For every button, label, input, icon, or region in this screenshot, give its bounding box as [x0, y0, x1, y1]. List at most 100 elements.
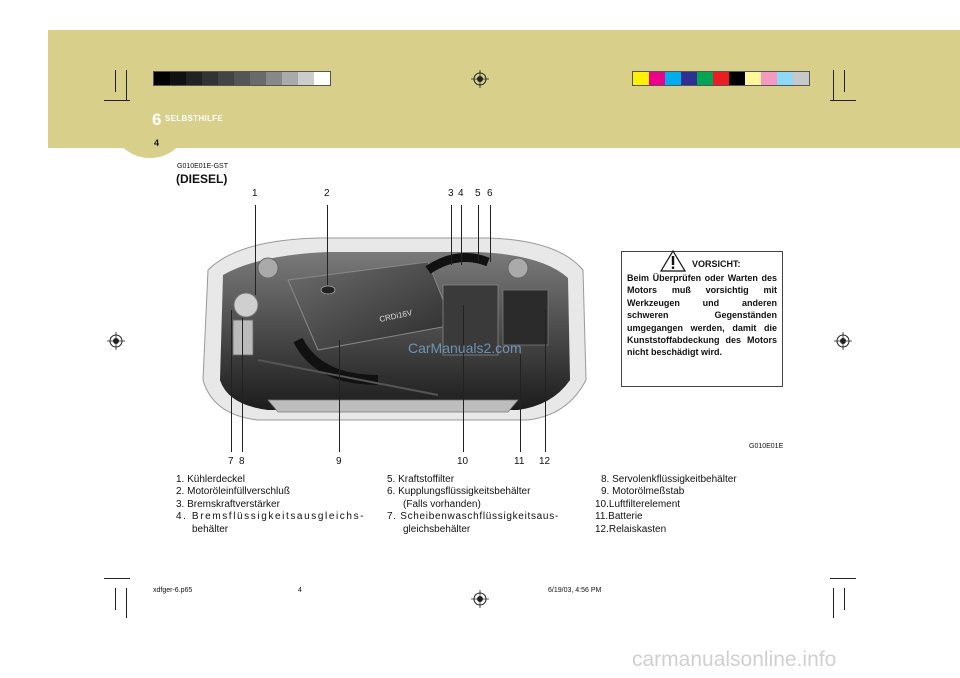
registration-mark-icon	[834, 332, 852, 350]
callout-leader-line	[242, 318, 243, 452]
callout-leader-line	[545, 310, 546, 452]
legend-item: 12.Relaiskasten	[595, 523, 667, 535]
legend-item: 5. Kraftstoffilter	[387, 474, 455, 485]
calibration-swatch	[761, 72, 777, 85]
warning-box: VORSICHT: Beim Überprüfen oder Warten de…	[621, 250, 783, 387]
watermark-bottom-text: carmanualsonline.info	[632, 648, 837, 671]
registration-mark-icon	[471, 590, 489, 608]
calibration-swatch	[649, 72, 665, 85]
calibration-swatch	[713, 72, 729, 85]
header-band	[48, 30, 960, 148]
calibration-swatch	[633, 72, 649, 85]
calibration-swatch	[745, 72, 761, 85]
calibration-swatch	[697, 72, 713, 85]
callout-leader-line	[490, 205, 491, 262]
calibration-swatch	[218, 72, 234, 85]
figure-code: G010E01E	[749, 443, 784, 450]
legend-item: 11.Batterie	[595, 511, 643, 523]
warning-triangle-icon	[660, 250, 686, 272]
callout-leader-line	[478, 205, 479, 262]
engine-compartment-illustration: CRDi16V	[202, 237, 587, 421]
legend-column-2: 5. Kraftstoffilter 6. Kupplungsflüssigke…	[387, 474, 559, 536]
legend-column-3: 8. Servolenkflüssigkeitbehälter 9. Motor…	[595, 474, 737, 536]
callout-leader-line	[255, 205, 256, 295]
calibration-swatch	[170, 72, 186, 85]
legend-item: 6. Kupplungsflüssigkeitsbehälter	[387, 486, 531, 498]
calibration-swatch	[154, 72, 170, 85]
legend-item: 4. Bremsflüssigkeitsausgleichs-	[176, 511, 366, 523]
callout-number: 3	[448, 188, 454, 199]
section-code: G010E01E-GST	[177, 163, 228, 170]
calibration-swatch	[202, 72, 218, 85]
section-title: (DIESEL)	[176, 172, 228, 186]
calibration-swatch	[729, 72, 745, 85]
legend-item: (Falls vorhanden)	[403, 498, 481, 510]
crop-mark	[104, 100, 130, 101]
footer-page: 4	[298, 587, 302, 594]
legend-item: behälter	[192, 523, 229, 535]
calibration-swatch	[250, 72, 266, 85]
color-calibration-bar	[632, 71, 810, 86]
crop-mark	[115, 588, 116, 610]
legend-item: 2. Motoröleinfüllverschluß	[176, 486, 290, 498]
chapter-title: SELBSTHILFE	[165, 114, 223, 123]
crop-mark	[126, 70, 127, 100]
calibration-swatch	[266, 72, 282, 85]
callout-leader-line	[463, 305, 464, 452]
crop-mark	[126, 588, 127, 618]
calibration-swatch	[777, 72, 793, 85]
crop-mark	[844, 70, 845, 92]
legend-item: 3. Bremskraftverstärker	[176, 498, 280, 510]
footer-file: xdfger-6.p65	[153, 587, 193, 594]
callout-number: 5	[475, 188, 481, 199]
callout-number: 8	[239, 456, 245, 467]
grayscale-calibration-bar	[153, 71, 331, 86]
registration-mark-icon	[107, 332, 125, 350]
callout-leader-line	[339, 340, 340, 452]
callout-number: 7	[228, 456, 234, 467]
crop-mark	[115, 70, 116, 92]
watermark-text: CarManuals2.com	[408, 340, 522, 356]
crop-mark	[830, 578, 856, 579]
crop-mark	[833, 70, 834, 100]
footer-timestamp: 6/19/03, 4:56 PM	[548, 587, 602, 594]
callout-number: 9	[336, 456, 342, 467]
warning-title: VORSICHT:	[692, 259, 741, 269]
callout-number: 1	[252, 188, 258, 199]
callout-number: 10	[457, 456, 469, 467]
chapter-tab	[110, 118, 190, 158]
callout-number: 12	[539, 456, 551, 467]
page-number: 4	[154, 138, 160, 148]
legend-item: gleichsbehälter	[403, 523, 471, 535]
legend-item: 9. Motorölmeßstab	[601, 486, 685, 498]
calibration-swatch	[314, 72, 330, 85]
warning-text: Beim Überprüfen oder Warten des Motors m…	[627, 273, 777, 358]
crop-mark	[830, 100, 856, 101]
callout-leader-line	[231, 310, 232, 452]
calibration-swatch	[186, 72, 202, 85]
calibration-swatch	[234, 72, 250, 85]
legend-item: 10.Luftfilterelement	[595, 498, 681, 510]
legend-item: 1. Kühlerdeckel	[176, 474, 245, 485]
chapter-number: 6	[152, 110, 162, 129]
callout-leader-line	[520, 355, 521, 452]
callout-number: 4	[458, 188, 464, 199]
crop-mark	[844, 588, 845, 610]
crop-mark	[104, 578, 130, 579]
legend-item: 7. Scheibenwaschflüssigkeitsaus-	[387, 511, 559, 523]
calibration-swatch	[298, 72, 314, 85]
crop-mark	[833, 588, 834, 618]
calibration-swatch	[282, 72, 298, 85]
callout-number: 2	[324, 188, 330, 199]
legend-item: 8. Servolenkflüssigkeitbehälter	[601, 474, 737, 485]
callout-leader-line	[327, 205, 328, 285]
callout-number: 11	[514, 456, 525, 467]
callout-leader-line	[451, 205, 452, 265]
calibration-swatch	[793, 72, 809, 85]
callout-number: 6	[487, 188, 493, 199]
legend-column-1: 1. Kühlerdeckel 2. Motoröleinfüllverschl…	[176, 474, 365, 536]
calibration-swatch	[665, 72, 681, 85]
callout-leader-line	[461, 205, 462, 265]
calibration-swatch	[681, 72, 697, 85]
